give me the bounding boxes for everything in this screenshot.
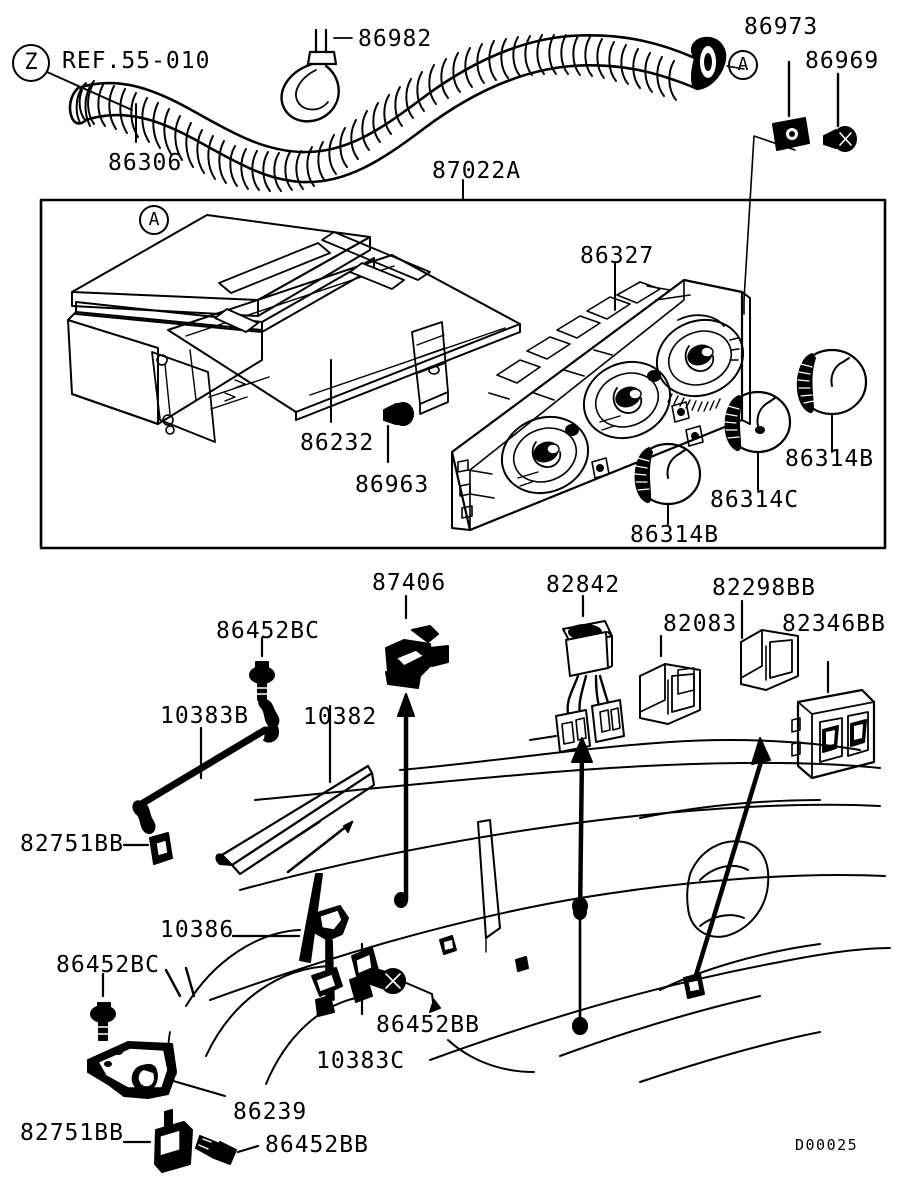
part-label-86306: 86306 <box>108 150 183 176</box>
part-label-86969: 86969 <box>805 48 880 74</box>
screw-86452BB-bottom <box>195 1135 260 1165</box>
part-label-87406: 87406 <box>372 570 447 596</box>
trim-10386 <box>231 820 354 963</box>
part-label-82751BB-middle: 82751BB <box>20 831 124 857</box>
part-label-86452BC-lower: 86452BC <box>56 952 160 978</box>
hook-top <box>258 697 280 728</box>
screw-86969 <box>823 72 857 152</box>
hose-clamp-86982 <box>280 28 353 123</box>
switch-bezel-82346BB <box>687 660 876 998</box>
heater-housing-86232 <box>67 214 521 443</box>
bulb-86963 <box>383 402 414 464</box>
diagram-id: D00025 <box>795 1136 859 1154</box>
ref-circle-a-top: A <box>728 50 758 80</box>
door-glass <box>477 819 501 953</box>
part-label-86314B-upper: 86314B <box>785 446 875 472</box>
part-label-86239: 86239 <box>233 1099 308 1125</box>
part-label-87022A: 87022A <box>432 158 522 184</box>
part-label-86452BB-bottom: 86452BB <box>265 1132 369 1158</box>
air-duct-hose-86306 <box>68 34 745 192</box>
switch-82298BB <box>740 599 799 691</box>
part-label-82298BB: 82298BB <box>712 575 816 601</box>
ref-circle-a-panel: A <box>139 205 169 235</box>
reference-note: REF.55-010 <box>62 48 211 74</box>
bracket-86239 <box>87 1041 227 1099</box>
part-label-86452BC-upper: 86452BC <box>216 618 320 644</box>
part-label-82083: 82083 <box>663 611 738 637</box>
door-latch-assembly <box>311 905 379 1017</box>
car-body-outline <box>185 739 891 1085</box>
clip-82751BB-middle <box>122 832 173 865</box>
leader-z-ref <box>46 71 133 111</box>
part-label-86452BB-middle: 86452BB <box>376 1012 480 1038</box>
ref-circle-z: Z <box>12 44 50 82</box>
body-clip-middle <box>439 935 529 972</box>
part-label-82751BB-bottom: 82751BB <box>20 1120 124 1146</box>
switch-82083 <box>639 634 701 725</box>
connector-plate <box>411 321 449 415</box>
part-label-86314B-lower: 86314B <box>630 522 720 548</box>
arrow-to-82083 <box>571 737 593 1035</box>
door-trim-10382 <box>215 704 376 876</box>
control-panel-86327 <box>450 135 796 532</box>
window-regulator-rod <box>572 897 588 1035</box>
part-label-10383B: 10383B <box>160 703 250 729</box>
knob-86314B-lower <box>634 442 702 525</box>
part-label-82346BB: 82346BB <box>782 611 886 637</box>
part-label-86314C: 86314C <box>710 487 800 513</box>
switch-87406 <box>385 594 449 908</box>
part-label-10383C: 10383C <box>316 1048 406 1074</box>
duct-bracket-86973 <box>772 60 810 151</box>
screw-86452BC-upper <box>249 636 275 701</box>
part-label-86973: 86973 <box>744 14 819 40</box>
knob-86314C <box>724 390 792 491</box>
part-label-10382: 10382 <box>303 704 378 730</box>
part-label-86232: 86232 <box>300 430 375 456</box>
part-label-86327: 86327 <box>580 243 655 269</box>
part-label-82842: 82842 <box>546 572 621 598</box>
part-label-10386: 10386 <box>160 917 235 943</box>
clip-82751BB-bottom <box>122 1109 193 1173</box>
knob-86314B-upper <box>796 348 868 453</box>
switch-82842 <box>529 594 625 753</box>
rod-10383B <box>132 698 279 834</box>
part-label-86963: 86963 <box>355 472 430 498</box>
part-label-86982: 86982 <box>358 26 433 52</box>
